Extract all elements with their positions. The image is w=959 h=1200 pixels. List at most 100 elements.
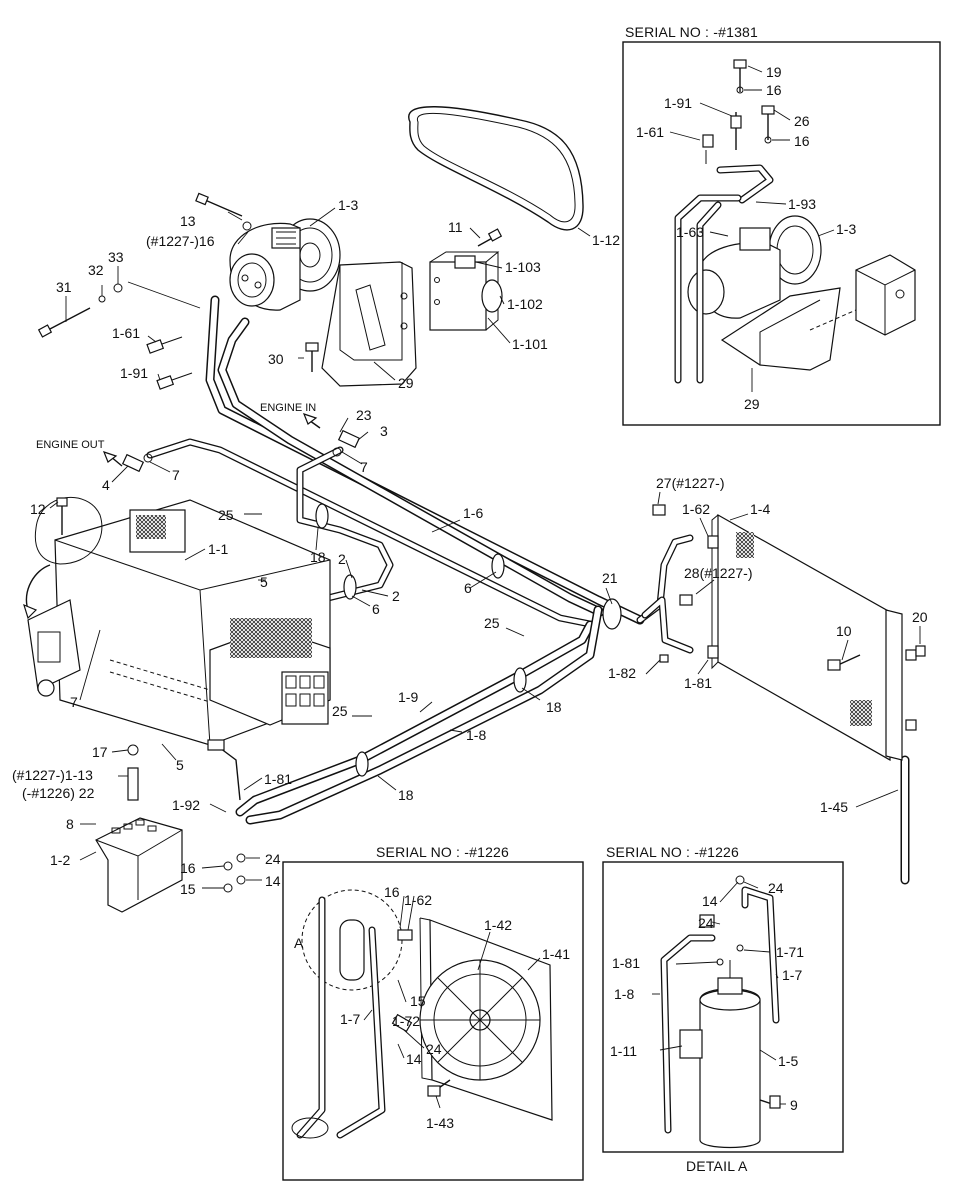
callout-1-62: 1-62 xyxy=(682,501,710,517)
callout-13: 13 xyxy=(180,213,196,229)
detail-a-caption: DETAIL A xyxy=(686,1158,748,1174)
callout-bm-1-62: 1-62 xyxy=(404,892,432,908)
hvac-unit xyxy=(27,499,331,746)
callout-1-81-mid: 1-81 xyxy=(264,771,292,787)
callout-tr-26: 26 xyxy=(794,113,810,129)
callout-br-1-5: 1-5 xyxy=(778,1053,798,1069)
callout-5-b: 5 xyxy=(176,757,184,773)
drive-belt xyxy=(408,106,584,231)
callout-4: 4 xyxy=(102,477,110,493)
compressor xyxy=(229,218,341,311)
callout-1-102: 1-102 xyxy=(507,296,543,312)
panel-bottom-right: SERIAL NO : -#1226 DETAIL A xyxy=(602,844,844,1174)
callout-2-a: 2 xyxy=(338,551,346,567)
callout-bm-1-7: 1-7 xyxy=(340,1011,360,1027)
callout-1-61: 1-61 xyxy=(112,325,140,341)
callout-30: 30 xyxy=(268,351,284,367)
callout-11: 11 xyxy=(448,219,463,235)
callout-br-1-71: 1-71 xyxy=(776,944,804,960)
callout-27: 27(#1227-) xyxy=(656,475,725,491)
panel-top-right: SERIAL NO : -#1381 xyxy=(622,24,941,426)
pipe-clamps xyxy=(315,503,622,777)
callout-br-1-81: 1-81 xyxy=(612,955,640,971)
callout-25-b: 25 xyxy=(484,615,500,631)
callout-1-6: 1-6 xyxy=(463,505,483,521)
callout-bm-1-42: 1-42 xyxy=(484,917,512,933)
callout-31: 31 xyxy=(56,279,72,295)
callout-1-45: 1-45 xyxy=(820,799,848,815)
callout-29: 29 xyxy=(398,375,414,391)
callout-bm-1-41: 1-41 xyxy=(542,946,570,962)
callout-18-a: 18 xyxy=(310,549,326,565)
callout-1226-22: (-#1226) 22 xyxy=(22,785,95,801)
callout-21: 21 xyxy=(602,570,618,586)
callout-20: 20 xyxy=(912,609,928,625)
callout-tr-1-63: 1-63 xyxy=(676,224,704,240)
callout-32: 32 xyxy=(88,262,104,278)
callout-15: 15 xyxy=(180,881,196,897)
callout-labels: 1-3 13 (#1227-)16 33 32 31 1-61 1-91 30 … xyxy=(12,64,928,1131)
callout-1-4: 1-4 xyxy=(750,501,770,517)
callout-8: 8 xyxy=(66,816,74,832)
panel-bottom-right-drawing xyxy=(660,875,781,1149)
callout-1-81-right: 1-81 xyxy=(684,675,712,691)
callout-6-a: 6 xyxy=(372,601,380,617)
callout-tr-1-93: 1-93 xyxy=(788,196,816,212)
callout-bm-14: 14 xyxy=(406,1051,422,1067)
callout-1-92: 1-92 xyxy=(172,797,200,813)
callout-tr-16-a: 16 xyxy=(766,82,782,98)
callout-bm-15: 15 xyxy=(410,993,426,1009)
ac-control-panel xyxy=(95,817,183,913)
callout-28: 28(#1227-) xyxy=(684,565,753,581)
callout-18-c: 18 xyxy=(398,787,414,803)
detail-bubble-12 xyxy=(23,496,103,620)
callout-7-b: 7 xyxy=(172,467,180,483)
callout-1-12: 1-12 xyxy=(592,232,620,248)
engine-out-label: ENGINE OUT xyxy=(36,439,105,451)
callout-1-9: 1-9 xyxy=(398,689,418,705)
panel-bottom-middle-drawing: A xyxy=(291,889,553,1139)
callout-7-a: 7 xyxy=(360,459,368,475)
callout-tr-1-61: 1-61 xyxy=(636,124,664,140)
callout-1227-1-13: (#1227-)1-13 xyxy=(12,767,93,783)
callout-3: 3 xyxy=(380,423,388,439)
compressor-bracket xyxy=(321,261,417,387)
leader-lines xyxy=(49,65,921,1109)
callout-bm-24: 24 xyxy=(426,1041,442,1057)
callout-12: 12 xyxy=(30,501,46,517)
callout-25-a: 25 xyxy=(218,507,234,523)
panel-top-right-drawing xyxy=(674,59,916,384)
receiver-drier-bracket xyxy=(429,251,503,331)
compressor-fittings xyxy=(146,336,193,390)
callout-6-b: 6 xyxy=(464,580,472,596)
callout-10: 10 xyxy=(836,623,852,639)
condenser-bolts xyxy=(652,504,861,671)
compressor-bolts xyxy=(37,192,503,372)
callout-1-2: 1-2 xyxy=(50,852,70,868)
callout-br-1-11: 1-11 xyxy=(610,1043,637,1059)
callout-tr-1-91: 1-91 xyxy=(664,95,692,111)
callout-24: 24 xyxy=(265,851,281,867)
callout-tr-29: 29 xyxy=(744,396,760,412)
callout-33: 33 xyxy=(108,249,124,265)
engine-hose-fittings: ENGINE IN ENGINE OUT xyxy=(36,402,361,473)
callout-1-103: 1-103 xyxy=(505,259,541,275)
callout-16: 16 xyxy=(180,860,196,876)
callout-br-9: 9 xyxy=(790,1097,798,1113)
callout-bm-1-72: 1-72 xyxy=(392,1013,420,1029)
callout-7-c: 7 xyxy=(70,694,78,710)
callout-5-a: 5 xyxy=(260,574,268,590)
callout-23: 23 xyxy=(356,407,372,423)
callout-14: 14 xyxy=(265,873,281,889)
callout-tr-1-3: 1-3 xyxy=(836,221,856,237)
panel-bottom-right-header: SERIAL NO : -#1226 xyxy=(606,844,739,860)
engine-in-label: ENGINE IN xyxy=(260,402,316,414)
callout-bm-16: 16 xyxy=(384,884,400,900)
detail-a-marker: A xyxy=(294,935,304,951)
callout-18-b: 18 xyxy=(546,699,562,715)
callout-1-1: 1-1 xyxy=(208,541,228,557)
callout-tr-19: 19 xyxy=(766,64,782,80)
callout-17: 17 xyxy=(92,744,108,760)
callout-1-91: 1-91 xyxy=(120,365,148,381)
